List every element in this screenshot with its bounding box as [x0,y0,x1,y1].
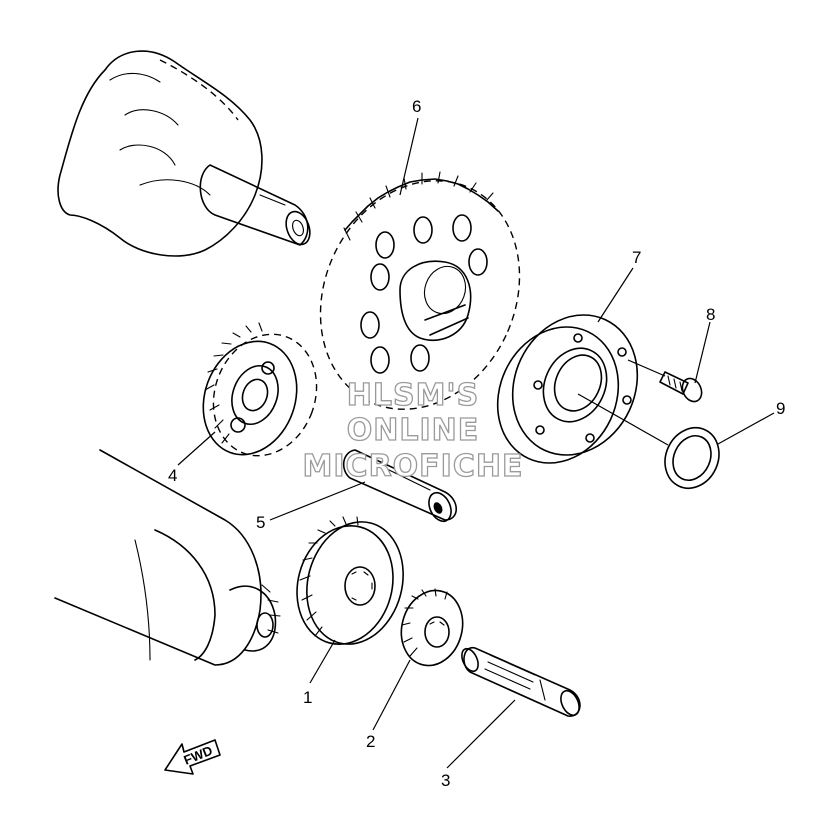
part-7-housing [496,314,639,464]
callout-labels: 1 2 3 4 5 6 7 8 9 [168,97,785,790]
callout-3: 3 [441,771,450,790]
callout-1: 1 [303,688,312,707]
part-2-small-gear [400,588,464,667]
part-6-large-gear [319,171,521,410]
callout-8: 8 [706,305,715,324]
part-5-shaft [342,449,458,523]
part-9-washer [664,427,720,489]
part-8-bolt [659,371,703,403]
leader-lines [177,117,775,769]
watermark-line-2: ONLINE [347,413,480,448]
part-1-gear [296,516,404,646]
callout-9: 9 [776,399,785,418]
watermark-line-3: MICROFICHE [303,449,524,484]
fwd-arrow: FWD [164,739,221,775]
callout-5: 5 [256,513,265,532]
callout-4: 4 [168,466,177,485]
watermark: HLSM'S ONLINE MICROFICHE [302,377,524,484]
callout-7: 7 [632,248,641,267]
starter-motor-drawing [54,449,281,666]
callout-2: 2 [366,732,375,751]
watermark-line-1: HLSM'S [347,378,479,413]
callout-6: 6 [412,97,421,116]
part-3-splined-shaft [461,647,581,717]
crankshaft-drawing [57,50,311,257]
fwd-label: FWD [182,743,215,768]
part-4-gear-assembly [202,322,318,457]
